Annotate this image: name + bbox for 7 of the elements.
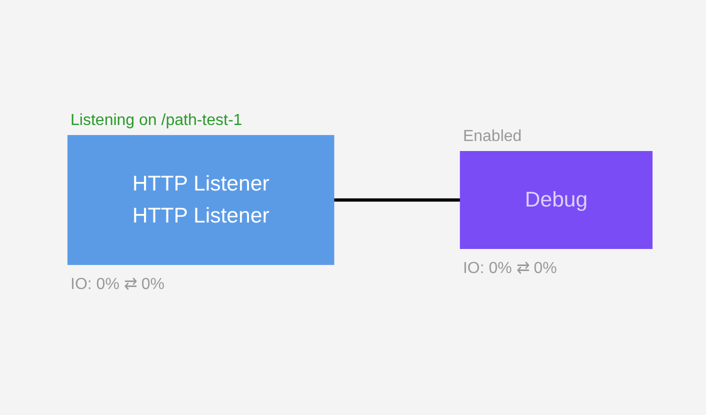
status-text: Enabled (462, 128, 522, 146)
status-text: Listening on /path-test-1 (70, 112, 242, 130)
connector (333, 198, 461, 202)
io-stats-text: IO: 0% ⇄ 0% (462, 258, 557, 278)
node-box: HTTP Listener HTTP Listener (67, 135, 334, 265)
io-stats-text: IO: 0% ⇄ 0% (70, 274, 164, 294)
node-box: Debug (460, 151, 653, 249)
